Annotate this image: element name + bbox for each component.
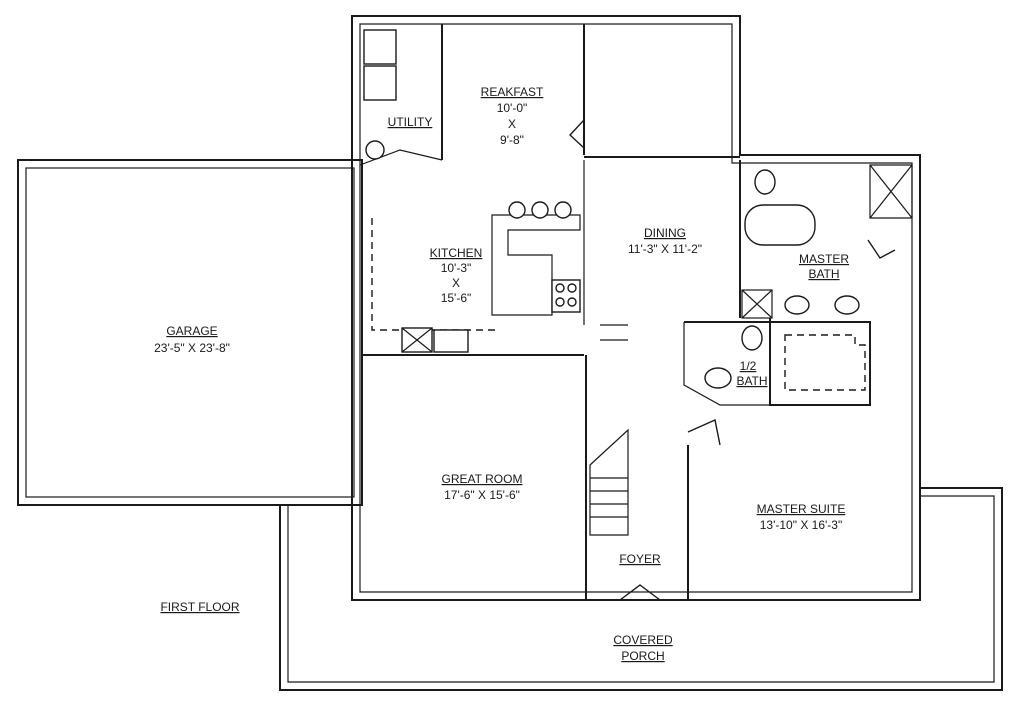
porch-outline [279,487,1003,691]
house-exterior-walls [351,15,921,601]
bath-fixtures [704,169,866,391]
dining-name: DINING [644,226,686,240]
master-bath-name1: MASTER [799,252,849,266]
breakfast-x: X [508,117,516,131]
half-bath-name1: 1/2 [740,359,757,373]
great-room-dims: 17'-6" X 15'-6" [444,488,520,502]
porch-name2: PORCH [621,649,664,663]
kitchen-name: KITCHEN [430,246,483,260]
kitchen-dim2: 15'-6" [441,291,472,305]
kitchen-fixtures [371,201,581,353]
interior-walls [359,24,913,600]
garage-name: GARAGE [166,324,217,338]
utility-fixtures [363,29,397,160]
garage-dims: 23'-5" X 23'-8" [154,341,230,355]
garage-walls [17,159,363,506]
kitchen-x: X [452,276,460,290]
porch-name1: COVERED [613,633,673,647]
doors [569,119,896,601]
master-bath-name2: BATH [808,267,839,281]
floor-label: FIRST FLOOR [160,600,239,614]
great-room-name: GREAT ROOM [442,472,523,486]
breakfast-name: REAKFAST [481,85,544,99]
half-bath-name2: BATH [736,374,767,388]
breakfast-dim1: 10'-0" [497,101,528,115]
utility-name: UTILITY [388,115,433,129]
master-suite-dims: 13'-10" X 16'-3" [760,518,842,532]
master-suite-name: MASTER SUITE [757,502,846,516]
stairs [589,324,629,536]
foyer-name: FOYER [619,552,661,566]
breakfast-dim2: 9'-8" [500,133,524,147]
kitchen-dim1: 10'-3" [441,261,472,275]
dining-dims: 11'-3" X 11'-2" [628,242,702,256]
